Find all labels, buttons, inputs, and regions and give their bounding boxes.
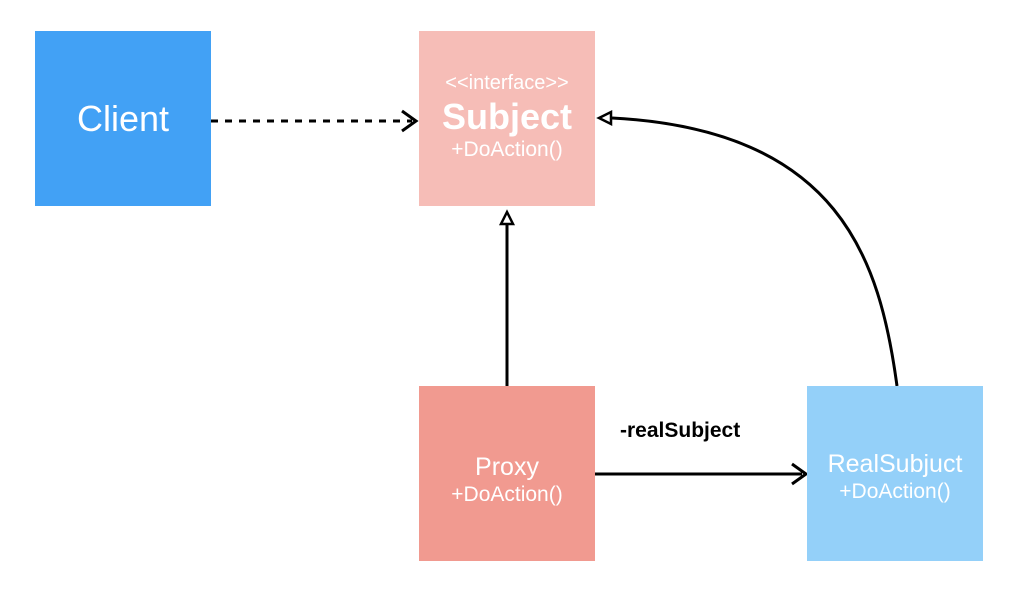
subject-method: +DoAction(): [451, 137, 563, 161]
open-arrowhead-icon: [401, 109, 419, 133]
subject-stereotype: <<interface>>: [445, 71, 569, 94]
subject-label: Subject: [441, 95, 573, 137]
hollow-triangle-arrowhead-icon: [498, 209, 516, 226]
real-subject-method: +DoAction(): [839, 479, 951, 503]
proxy-box[interactable]: Proxy +DoAction(): [419, 386, 595, 561]
proxy-label: Proxy: [475, 452, 539, 481]
proxy-method: +DoAction(): [451, 482, 563, 506]
client-box[interactable]: Client: [35, 31, 211, 206]
hollow-triangle-arrowhead-icon: [596, 109, 613, 127]
subject-interface-box[interactable]: <<interface>> Subject +DoAction(): [419, 31, 595, 206]
open-arrowhead-icon: [791, 462, 809, 486]
real-subject-label: RealSubjuct: [827, 449, 963, 478]
client-label: Client: [76, 97, 170, 139]
realsubject-realization-line: [611, 116, 899, 387]
association-label: -realSubject: [620, 419, 741, 442]
real-subject-box[interactable]: RealSubjuct +DoAction(): [807, 386, 983, 561]
